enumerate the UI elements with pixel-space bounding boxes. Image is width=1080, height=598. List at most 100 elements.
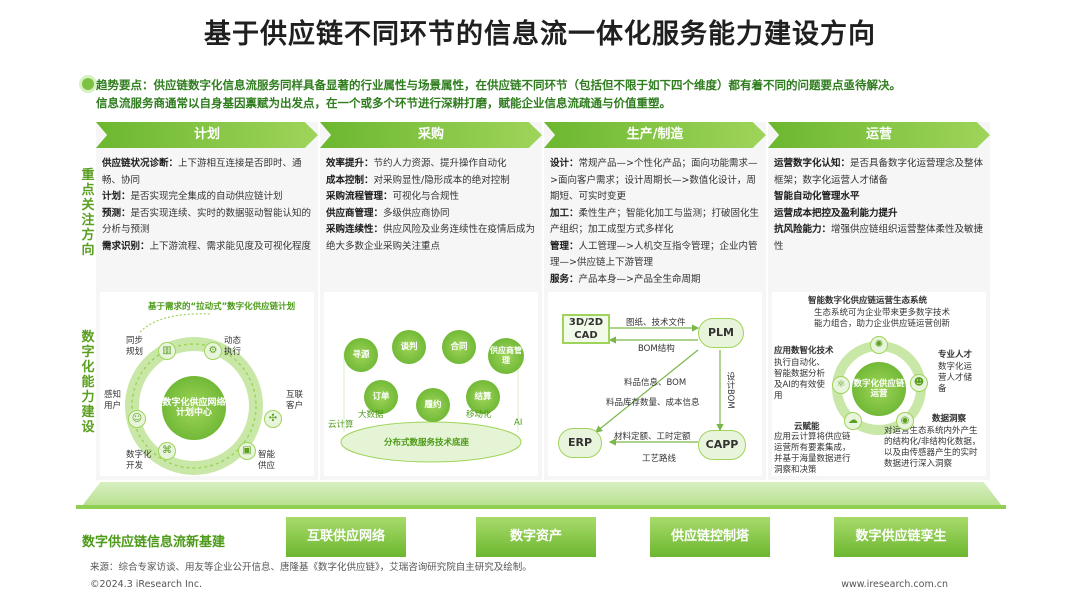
- item: 需求识别：上下游流程、需求能见度及可视化程度: [102, 240, 312, 252]
- bulb-icon: ✺: [870, 336, 888, 354]
- side-label-focus: 重点关注方向: [81, 168, 95, 258]
- item: 供应商管理：多级供应商协同: [326, 207, 450, 219]
- item: 运营数字化认知：是否具备数字化运营理念及整体框架；数字化运营人才储备: [774, 158, 984, 186]
- procure-base-svg: [340, 352, 522, 463]
- flow-quota: 材料定额、工时定额: [614, 432, 691, 442]
- website: www.iresearch.com.cn: [841, 579, 948, 590]
- flow-drawings: 图纸、技术文件: [626, 318, 686, 328]
- trend-line-1: 趋势要点：供应链数字化信息流服务同样具备显著的行业属性与场景属性，在供应链不同环…: [96, 78, 901, 92]
- gear-icon: ⚙: [204, 342, 222, 360]
- column-operation: 运营 运营数字化认知：是否具备数字化运营理念及整体框架；数字化运营人才储备 智能…: [768, 122, 990, 480]
- capp-node: CAPP: [698, 430, 746, 460]
- flow-bom: BOM结构: [638, 344, 675, 354]
- plan-ring-svg: [125, 313, 263, 475]
- side-label-capability: 数字化能力建设: [81, 330, 95, 435]
- user-icon: ☺: [128, 410, 146, 428]
- cad-box: 3D/2D CAD: [562, 314, 610, 344]
- source-note: 来源：综合专家访谈、用友等企业公开信息、唐隆基《数字化供应链》，艾瑞咨询研究院自…: [90, 562, 532, 573]
- trend-line-2: 信息流服务商通常以自身基因禀赋为出发点，在一个或多个环节进行深耕打磨，赋能企业信…: [96, 96, 671, 110]
- column-head-operation: 运营: [768, 122, 990, 148]
- ops-app-title: 应用数智化技术: [774, 346, 834, 356]
- item: 计划：是否实现完全集成的自动供应链计划: [102, 191, 283, 202]
- ops-cloud-text: 应用云计算将供应链运营所有要素集成，并基于海量数据进行洞察和决策: [774, 432, 851, 475]
- item: 管理：人工管理—>人机交互指令管理；企业内管理—>供应链上下游管理: [550, 240, 758, 269]
- item: 预测：是否实现连续、实时的数据驱动智能认知的分析与预测: [102, 207, 312, 236]
- column-text-manufacture: 设计：常规产品—>个性化产品；面向功能需求—>面向客户需求；设计周期长—>数值化…: [550, 156, 762, 288]
- plan-graphic: 基于需求的“拉动式”数字化供应链计划 数字化供应网络计划中心 同步规划 动态执行…: [100, 292, 314, 476]
- ops-cloud-title: 云赋能: [794, 422, 820, 432]
- item: 采购连续性：供应风险及业务连续性在疫情后成为绝大多数企业采购关注重点: [326, 224, 536, 252]
- base-title: 数字供应链信息流新基建: [82, 535, 226, 550]
- platform-divider: [76, 505, 1006, 509]
- manufacture-flow-svg: [595, 324, 724, 446]
- plan-node-sense: 感知用户: [104, 390, 122, 411]
- bubble-negotiation: 谈判: [392, 330, 426, 364]
- tag-mobile: 移动化: [466, 410, 492, 420]
- manufacture-graphic: 3D/2D CAD PLM ERP CAPP 图纸、技术文件 BOM结构 料品信…: [548, 292, 762, 476]
- column-procure: 采购 效率提升：节约人力资源、提升操作自动化 成本控制：对采购显性/隐形成本的绝…: [320, 122, 542, 480]
- base-item-network: 互联供应网络: [286, 517, 406, 557]
- item: 运营成本把控及盈利能力提升: [774, 207, 898, 219]
- cloud-icon: ☁: [844, 412, 862, 430]
- ops-talent-title: 专业人才: [938, 350, 973, 360]
- column-head-procure: 采购: [320, 122, 542, 148]
- flow-design-bom: 设计BOM: [725, 372, 735, 409]
- bullet-icon: [82, 78, 94, 90]
- item: 抗风险能力：增强供应链组织运营整体柔性及敏捷性: [774, 224, 984, 252]
- ops-talent-text: 数字化运营人才储备: [938, 362, 973, 394]
- item: 供应链状况诊断：上下游相互连接是否即时、通畅、协同: [102, 158, 302, 186]
- bubble-fulfill: 履约: [416, 388, 450, 422]
- item: 采购流程管理：可视化与合规性: [326, 191, 460, 202]
- item: 加工：柔性生产；智能化加工与监测；打破固化生产组织；加工成型方式多样化: [550, 207, 760, 236]
- column-plan: 计划 供应链状况诊断：上下游相互连接是否即时、通畅、协同 计划：是否实现完全集成…: [96, 122, 318, 480]
- code-icon: ⌘: [158, 442, 176, 460]
- chart-icon: ▥: [158, 342, 176, 360]
- network-icon: ✣: [264, 410, 282, 428]
- tag-cloud: 云计算: [328, 420, 354, 430]
- ops-center: 数字化供应链运营: [852, 362, 906, 416]
- bubble-contract: 合同: [442, 330, 476, 364]
- tag-bigdata: 大数据: [358, 410, 384, 420]
- trend-summary: 趋势要点：供应链数字化信息流服务同样具备显著的行业属性与场景属性，在供应链不同环…: [96, 76, 996, 112]
- bubble-supplier: 供应商管理: [488, 338, 524, 374]
- base-item-assets: 数字资产: [476, 517, 596, 557]
- column-head-plan: 计划: [96, 122, 318, 148]
- column-text-procure: 效率提升：节约人力资源、提升操作自动化 成本控制：对采购显性/隐形成本的绝对控制…: [326, 156, 538, 255]
- data-icon: ◉: [896, 412, 914, 430]
- plan-node-dynamic: 动态执行: [224, 336, 242, 357]
- base-item-twin: 数字供应链孪生: [834, 517, 968, 557]
- ops-insight-title: 数据洞察: [932, 414, 967, 424]
- bubble-settle: 结算: [466, 380, 500, 414]
- flow-route: 工艺路线: [642, 454, 677, 464]
- bubble-sourcing: 寻源: [344, 338, 378, 372]
- ops-title: 智能数字化供应链运营生态系统: [808, 296, 928, 306]
- page-title: 基于供应链不同环节的信息流一体化服务能力建设方向: [204, 19, 876, 50]
- plan-heading: 基于需求的“拉动式”数字化供应链计划: [148, 302, 296, 312]
- item: 智能自动化管理水平: [774, 191, 860, 202]
- column-text-plan: 供应链状况诊断：上下游相互连接是否即时、通畅、协同 计划：是否实现完全集成的自动…: [102, 156, 314, 255]
- operation-graphic: 智能数字化供应链运营生态系统 生态系统可为企业带来更多数字技术能力组合，助力企业…: [772, 292, 986, 476]
- item: 成本控制：对采购显性/隐形成本的绝对控制: [326, 174, 510, 186]
- item: 效率提升：节约人力资源、提升操作自动化: [326, 158, 507, 169]
- copyright: ©2024.3 iResearch Inc.: [90, 579, 203, 590]
- ops-app-text: 执行自动化、智能数据分析及AI的有效使用: [774, 358, 826, 401]
- flow-item-bom: 料品信息、BOM: [624, 378, 687, 388]
- tag-ai: AI: [514, 418, 523, 428]
- base-item-control-tower: 供应链控制塔: [650, 517, 770, 557]
- column-text-operation: 运营数字化认知：是否具备数字化运营理念及整体框架；数字化运营人才储备 智能自动化…: [774, 156, 986, 255]
- erp-node: ERP: [558, 428, 602, 458]
- bubble-order: 订单: [364, 380, 398, 414]
- plan-node-customer: 互联客户: [286, 390, 304, 411]
- plan-node-supply: 智能供应: [258, 450, 276, 471]
- ops-subtitle: 生态系统可为企业带来更多数字技术能力组合，助力企业供应链运营创新: [813, 308, 950, 329]
- team-icon: ☻: [910, 374, 928, 392]
- ops-insight-text: 对运营生态系统内外产生的结构化/非结构化数据，以及由传感器产生的实时数据进行深入…: [884, 426, 981, 469]
- column-manufacture: 生产/制造 设计：常规产品—>个性化产品；面向功能需求—>面向客户需求；设计周期…: [544, 122, 766, 480]
- platform-bar: [82, 482, 1002, 506]
- item: 服务：产品本身—>产品全生命周期: [550, 273, 701, 285]
- plan-node-dev: 数字化开发: [126, 450, 152, 471]
- plan-node-sync: 同步规划: [126, 336, 144, 357]
- box-icon: ▣: [238, 442, 256, 460]
- plm-node: PLM: [698, 318, 744, 348]
